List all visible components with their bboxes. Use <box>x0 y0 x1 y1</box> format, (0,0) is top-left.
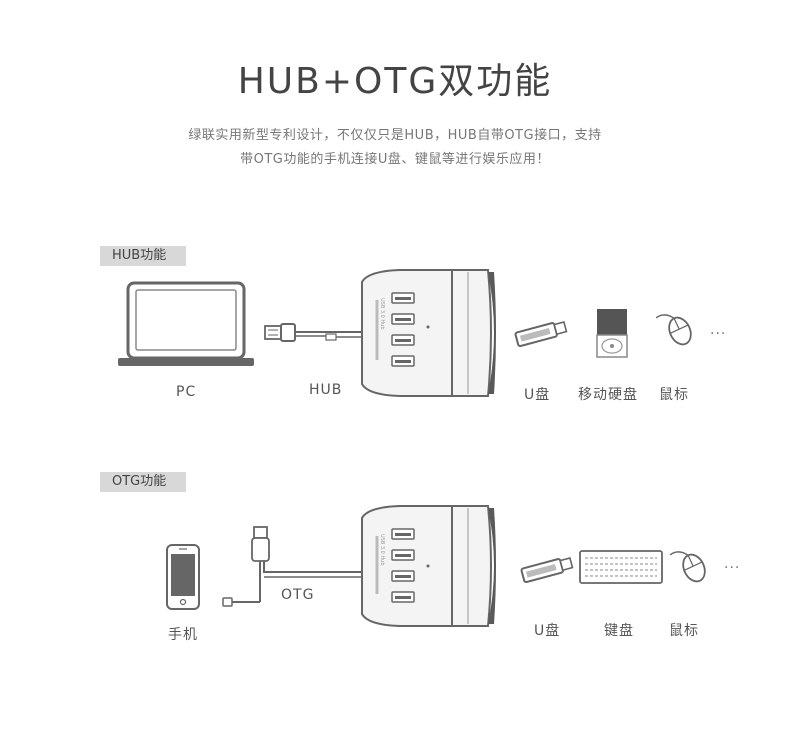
label-more: ··· <box>710 326 727 342</box>
otg-section-tag: OTG功能 <box>100 472 186 492</box>
otg-cable <box>222 526 362 607</box>
otg-hub-device-print: USB 3.0 Hub <box>379 534 385 566</box>
label-udisk: U盘 <box>524 387 551 403</box>
description-line-2: 带OTG功能的手机连接U盘、键鼠等进行娱乐应用！ <box>240 152 550 167</box>
otg-hub-device-icon <box>361 505 496 627</box>
page-title: HUB+OTG双功能 <box>237 61 553 102</box>
description-line-1: 绿联实用新型专利设计，不仅仅只是HUB，HUB自带OTG接口，支持 <box>188 128 602 143</box>
laptop-icon <box>118 281 254 366</box>
mouse-icon <box>655 314 692 346</box>
hard-drive-icon <box>596 309 628 358</box>
label-hdd: 移动硬盘 <box>578 387 638 403</box>
otg-usb-flash-drive-icon <box>520 556 574 584</box>
label-otg-more: ··· <box>724 560 741 576</box>
label-otg: OTG <box>281 587 315 603</box>
smartphone-icon <box>166 544 200 610</box>
hub-usb-cable <box>264 323 362 342</box>
hub-section-tag: HUB功能 <box>100 246 186 266</box>
label-otg-udisk: U盘 <box>534 623 561 639</box>
keyboard-icon <box>579 550 663 584</box>
hub-device-print: USB 3.0 Hub <box>379 298 385 330</box>
hub-device-icon <box>361 269 496 397</box>
label-hub: HUB <box>309 382 343 398</box>
label-mouse: 鼠标 <box>659 387 689 403</box>
label-phone: 手机 <box>168 627 198 643</box>
label-keyboard: 键盘 <box>604 623 634 639</box>
otg-mouse-icon <box>669 551 706 583</box>
label-otg-mouse: 鼠标 <box>669 623 699 639</box>
usb-flash-drive-icon <box>514 320 568 348</box>
label-pc: PC <box>176 384 197 400</box>
